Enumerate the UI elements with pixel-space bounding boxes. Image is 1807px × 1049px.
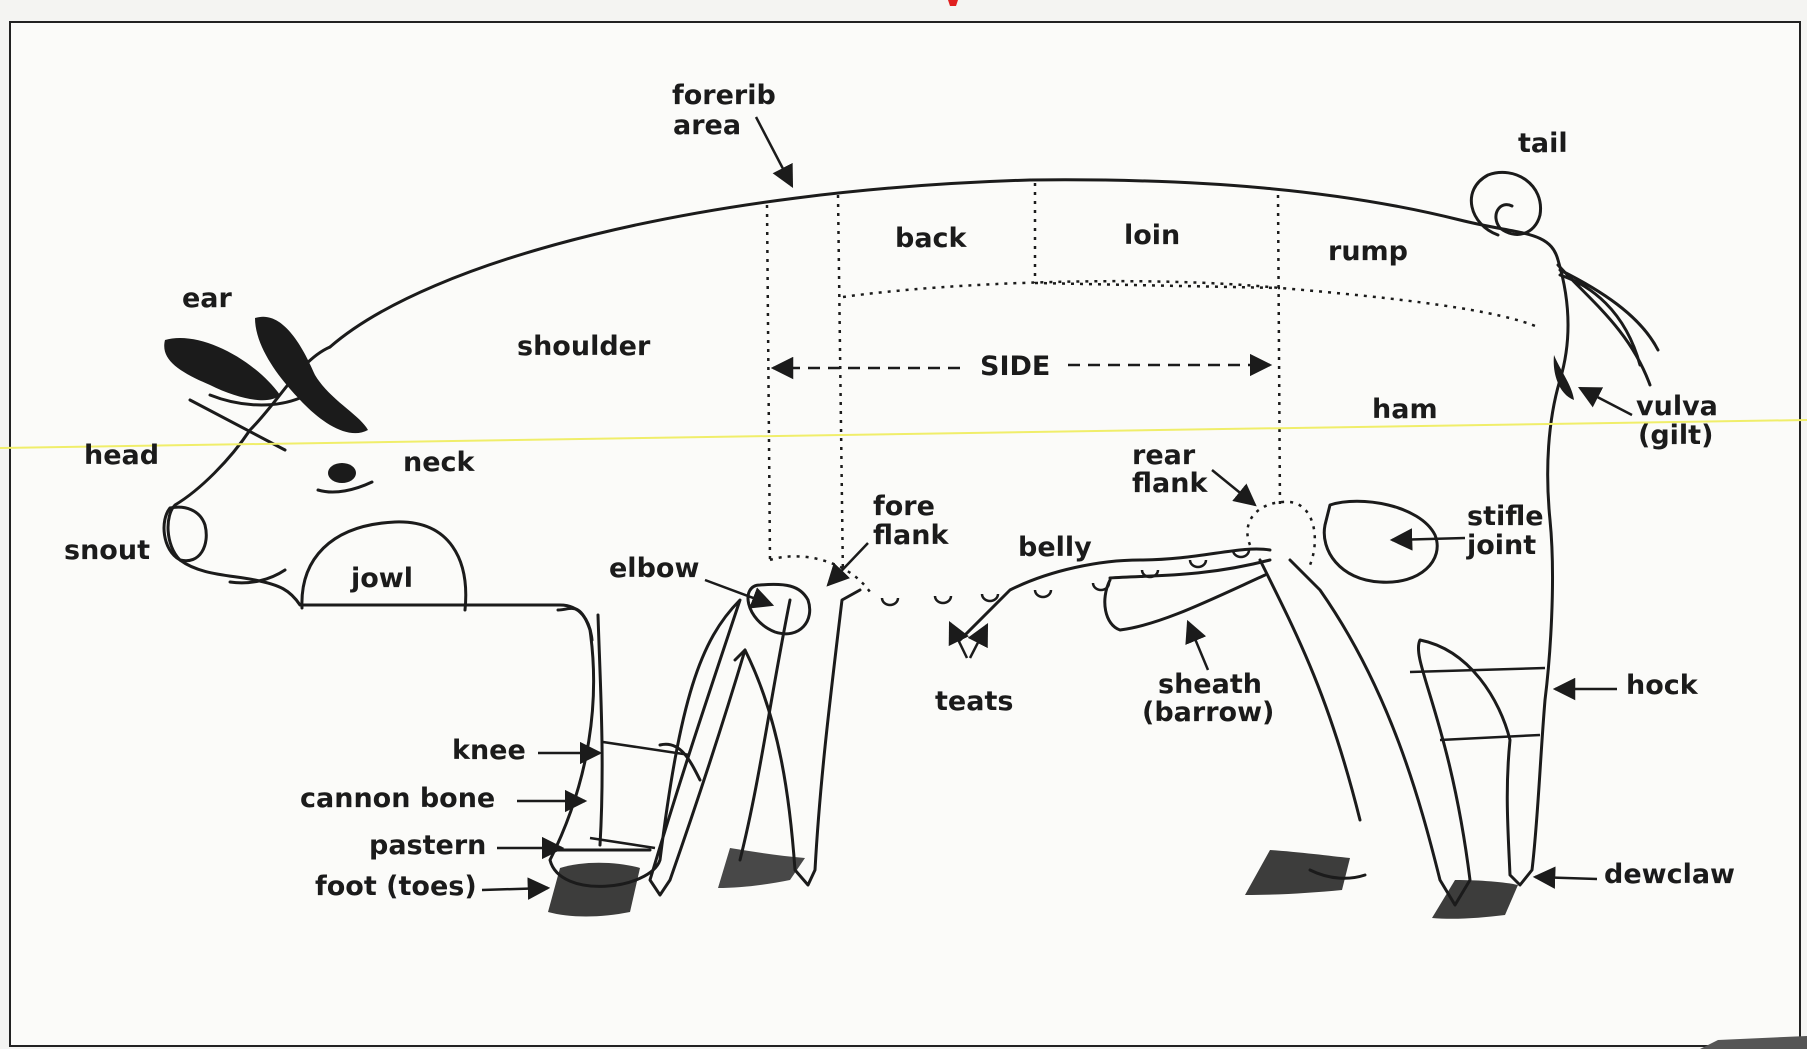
label-pastern: pastern — [369, 832, 486, 860]
label-elbow: elbow — [609, 555, 699, 583]
label-sheath-barrow: (barrow) — [1142, 699, 1274, 727]
label-sheath: sheath — [1158, 671, 1262, 699]
label-cannon-bone: cannon bone — [300, 785, 495, 813]
label-neck: neck — [403, 449, 475, 477]
label-snout: snout — [64, 537, 150, 565]
label-rear-flank: flank — [1132, 470, 1207, 498]
label-rump: rump — [1328, 238, 1408, 266]
label-shoulder: shoulder — [517, 333, 650, 361]
label-back: back — [895, 225, 967, 253]
label-teats: teats — [935, 688, 1013, 716]
label-rear: rear — [1132, 442, 1195, 470]
label-ear: ear — [182, 285, 232, 313]
label-dewclaw: dewclaw — [1604, 861, 1735, 889]
label-stifle: stifle — [1467, 503, 1544, 531]
label-side: SIDE — [980, 353, 1050, 381]
label-stifle-joint: joint — [1467, 532, 1536, 560]
label-hock: hock — [1626, 672, 1698, 700]
red-mark — [948, 0, 958, 6]
label-knee: knee — [452, 737, 526, 765]
label-tail: tail — [1518, 130, 1568, 158]
hoof-front-near — [548, 863, 640, 917]
label-forerib: forerib — [672, 82, 776, 110]
label-jowl: jowl — [351, 565, 413, 593]
label-loin: loin — [1124, 222, 1180, 250]
label-fore: fore — [873, 493, 935, 521]
label-ham: ham — [1372, 396, 1438, 424]
label-forerib-area: area — [673, 112, 741, 140]
label-vulva-gilt: (gilt) — [1638, 422, 1713, 450]
label-fore-flank: flank — [873, 522, 948, 550]
label-belly: belly — [1018, 534, 1092, 562]
label-foot-toes: foot (toes) — [315, 873, 477, 901]
label-head: head — [84, 442, 159, 470]
label-vulva: vulva — [1636, 393, 1718, 421]
eye — [328, 463, 356, 483]
